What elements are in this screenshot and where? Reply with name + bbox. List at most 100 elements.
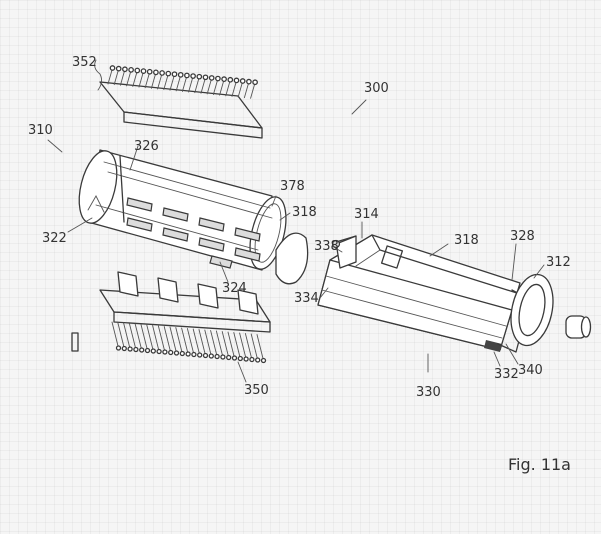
top-comb-tooth [144, 73, 150, 89]
bottom-comb-tooth [128, 323, 136, 348]
bottom-comb-tooth-tip [237, 355, 243, 362]
bottom-comb-350 [99, 271, 271, 364]
top-comb-tooth [219, 80, 225, 96]
bottom-comb-tooth-tip [226, 354, 232, 361]
bottom-comb-tooth [239, 332, 247, 358]
bottom-comb-tooth-tip [144, 347, 151, 354]
bottom-comb-tooth [210, 330, 218, 355]
top-comb-tooth-tip [171, 71, 178, 78]
top-comb-tooth-tip [128, 67, 134, 73]
reference-labels: 300 310 352 326 378 318 322 324 350 314 … [28, 55, 571, 400]
bottom-comb-tooth [186, 328, 194, 353]
top-comb-tooth [113, 70, 119, 86]
top-comb-tooth [107, 69, 113, 85]
housing-slot [198, 217, 225, 232]
bottom-comb-tooth-tip [202, 352, 209, 359]
bottom-comb-tooth-tip [156, 348, 162, 355]
top-comb-352 [99, 65, 263, 139]
housing-slot [126, 197, 153, 212]
bottom-comb-tooth [163, 326, 171, 351]
bottom-comb-tooth-tip [191, 351, 197, 358]
bottom-comb-tooth-tip [231, 355, 238, 361]
label-312: 312 [546, 255, 571, 270]
top-comb-tooth-tip [140, 68, 147, 74]
bottom-comb-tooth [140, 324, 148, 349]
top-comb-tooth-tip [221, 76, 227, 83]
housing-slot [234, 227, 261, 242]
bottom-comb-tooth-tip [127, 346, 133, 352]
bottom-comb-tooth-tip [255, 357, 261, 363]
spring-314 [331, 235, 357, 249]
bottom-comb-tooth-tip [208, 353, 214, 359]
bottom-comb-tooth [111, 321, 119, 347]
bottom-comb-tooth-tip [220, 354, 226, 360]
top-comb-tooth [200, 78, 206, 94]
top-comb-tooth [175, 76, 181, 92]
housing-slot [234, 247, 261, 262]
bottom-comb-tooth-tip [179, 350, 185, 357]
bottom-comb-tooth [233, 332, 241, 357]
top-comb-tooth [250, 83, 256, 99]
small-end-knob [565, 315, 592, 339]
bottom-comb-tooth-tip [185, 351, 191, 357]
label-328: 328 [510, 229, 535, 244]
top-comb-tooth [194, 78, 200, 94]
label-350: 350 [244, 383, 269, 398]
top-comb-tooth-tip [165, 70, 172, 77]
top-comb-tooth [169, 75, 175, 91]
bottom-comb-tooth [157, 325, 165, 351]
top-comb-tooth [163, 75, 169, 91]
top-comb-tooth-tip [202, 74, 209, 81]
top-comb-tooth-tip [153, 69, 159, 76]
bottom-comb-tooth [152, 325, 160, 350]
top-comb-tooth [157, 74, 163, 90]
main-body-330 [317, 234, 531, 353]
top-comb-tooth-tip [196, 73, 203, 80]
bottom-comb-tooth [181, 327, 189, 353]
top-comb-tooth [119, 70, 125, 86]
bottom-comb-tooth [146, 324, 154, 350]
label-318b: 318 [454, 233, 479, 248]
label-300: 300 [364, 81, 389, 96]
label-318a: 318 [292, 205, 317, 220]
top-comb-tooth-tip [190, 73, 196, 79]
bottom-comb-lug [157, 277, 179, 303]
ring-328 [510, 273, 554, 347]
label-334: 334 [294, 291, 319, 306]
housing-slot [126, 217, 153, 232]
bottom-comb-tooth [250, 333, 258, 359]
small-clip-part [71, 332, 79, 352]
label-352: 352 [72, 55, 97, 70]
bottom-comb-tooth-tip [173, 350, 180, 356]
top-comb-tooth-tip [246, 78, 252, 85]
label-332: 332 [494, 367, 519, 382]
top-comb-tooth [206, 79, 212, 95]
bottom-comb-lug [237, 289, 259, 315]
top-comb-tooth [237, 82, 243, 98]
top-comb-tooth-tip [146, 68, 153, 75]
top-comb-tooth-tip [159, 70, 165, 76]
top-comb-tooth [181, 76, 187, 92]
bottom-comb-tooth [192, 328, 200, 354]
label-378: 378 [280, 179, 305, 194]
bottom-comb-tooth-tip [243, 356, 249, 362]
bottom-comb-tooth-tip [139, 347, 145, 353]
top-comb-tooth-tip [227, 76, 234, 83]
bottom-comb-tooth-tip [260, 357, 267, 364]
top-comb-tooth [212, 80, 218, 95]
top-comb-tooth [126, 71, 132, 87]
label-310: 310 [28, 123, 53, 138]
bottom-comb-tooth-tip [249, 356, 255, 363]
bottom-comb-tooth [123, 322, 131, 348]
top-comb-tooth [138, 72, 144, 88]
cylindrical-housing-310 [78, 149, 287, 271]
bottom-comb-tooth-tip [150, 348, 156, 354]
bottom-comb-tooth [215, 330, 223, 356]
figure-caption: Fig. 11a [508, 455, 571, 474]
bottom-comb-tooth-tip [121, 345, 127, 352]
label-340: 340 [518, 363, 543, 378]
bottom-comb-tooth [134, 323, 142, 349]
bottom-comb-tooth [175, 327, 183, 352]
